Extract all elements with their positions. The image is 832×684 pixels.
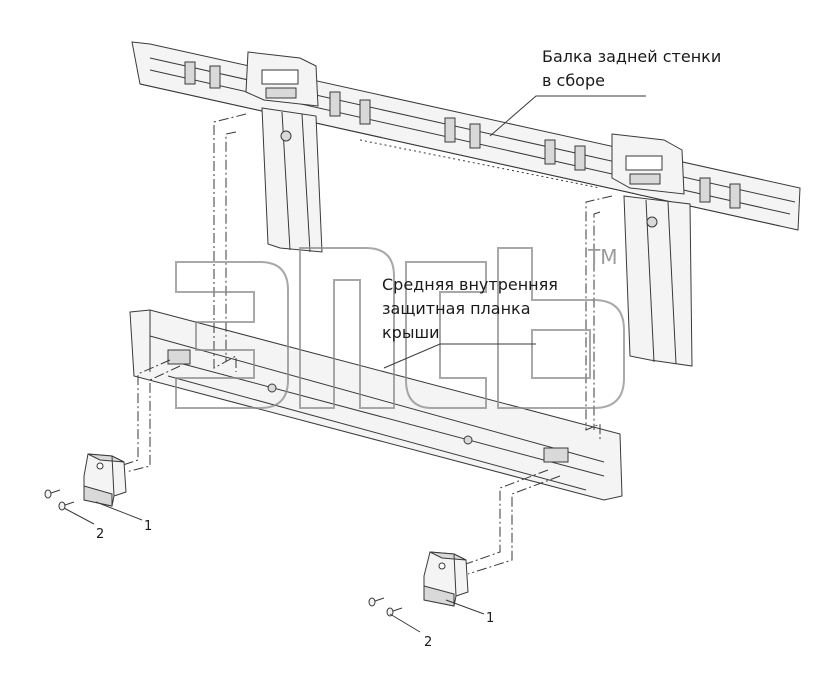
right-bolts <box>368 597 403 617</box>
left-bolts <box>44 489 75 511</box>
right-bracket <box>423 551 469 607</box>
left-bracket <box>83 453 127 507</box>
trademark-mark: TM <box>587 245 617 269</box>
strip-label-line2: защитная планка <box>382 299 531 318</box>
callout-left-bolts: 2 <box>96 527 104 542</box>
rear-wall-beam <box>131 41 801 367</box>
strip-label-line3: крыши <box>382 323 440 342</box>
assembly-guides <box>119 113 613 575</box>
leader-lines <box>63 95 646 633</box>
callout-right-bracket: 1 <box>486 611 494 626</box>
roof-protection-strip <box>129 309 623 501</box>
beam-label-line1: Балка задней стенки <box>542 47 721 66</box>
strip-label-line1: Средняя внутренняя <box>382 275 558 294</box>
beam-label-line2: в сборе <box>542 71 605 90</box>
callout-right-bolts: 2 <box>424 635 432 650</box>
watermark-logo <box>175 247 625 409</box>
callout-left-bracket: 1 <box>144 519 152 534</box>
